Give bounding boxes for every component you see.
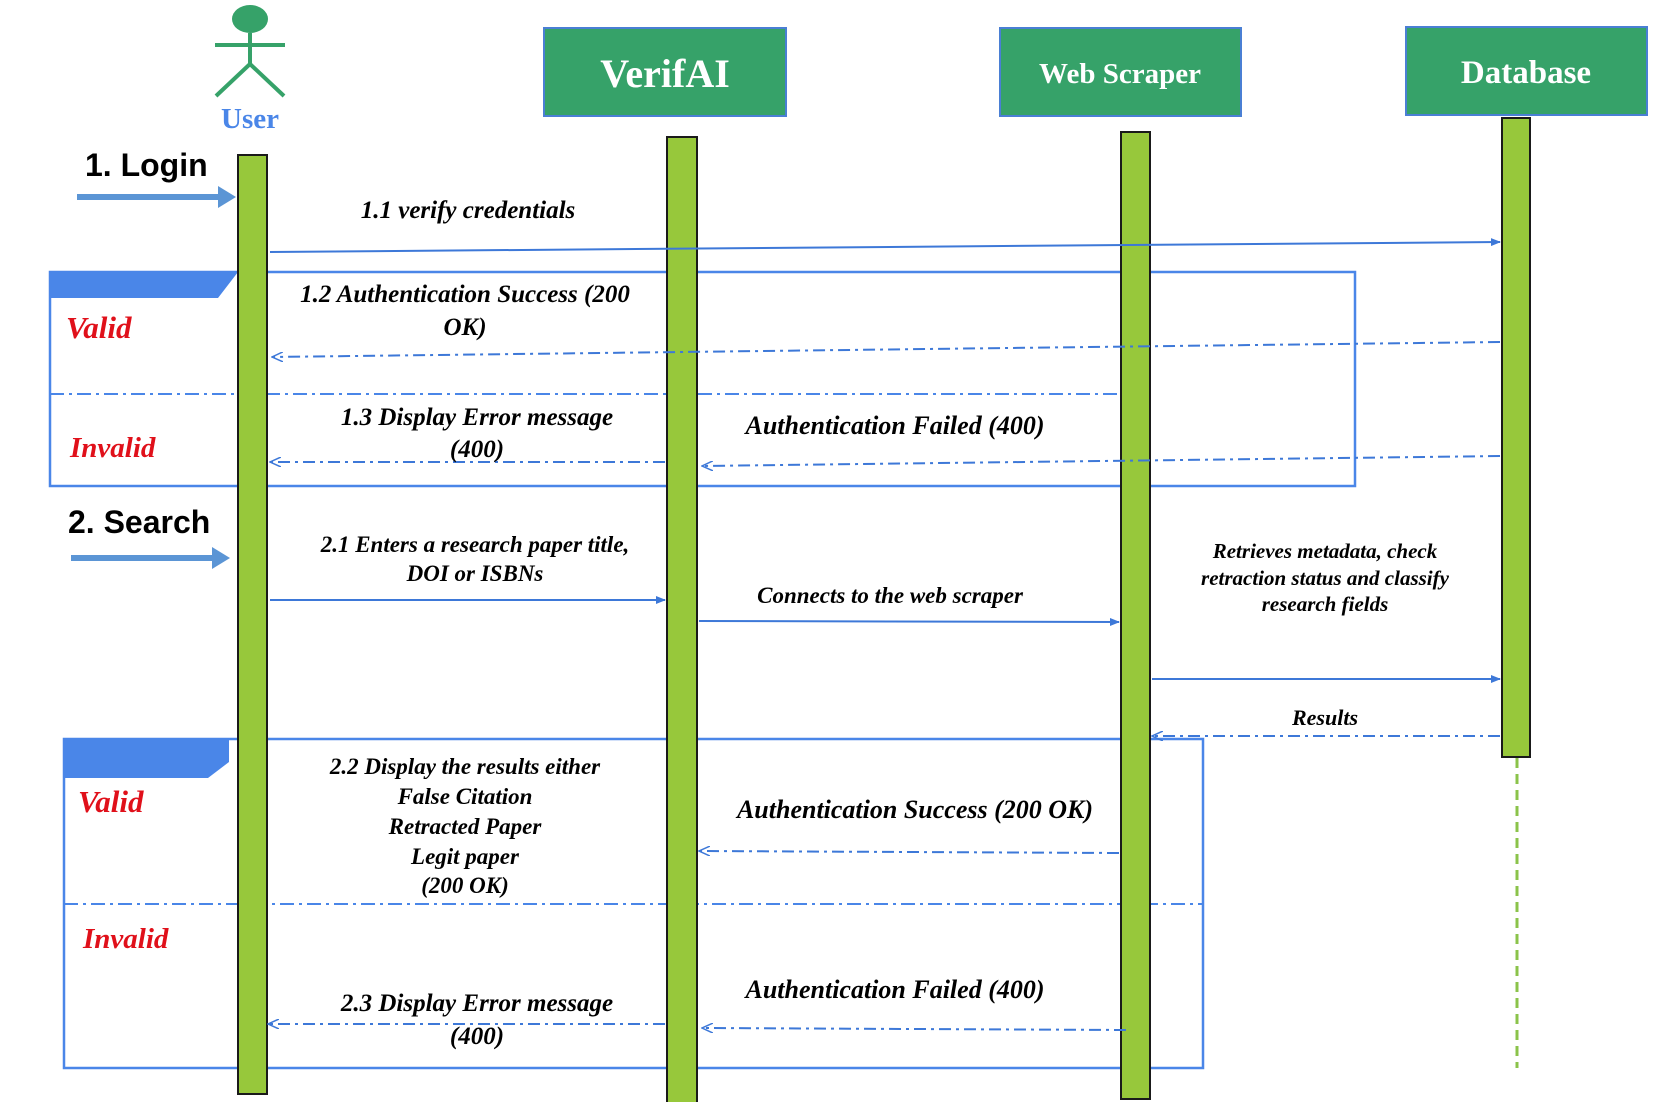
user-lifeline — [237, 154, 268, 1095]
fragment-tab — [64, 739, 229, 778]
step-arrow-head — [212, 547, 230, 569]
alt-fragment-search — [62, 737, 1205, 1070]
label-display-error-2-line1: 2.3 Display Error message — [340, 990, 613, 1017]
verifai-label: VerifAI — [600, 51, 730, 96]
guard-invalid-2: Invalid — [82, 923, 169, 955]
label-enters-title-line1: 2.1 Enters a research paper title, — [320, 532, 630, 557]
step-login-label: 1. Login — [85, 147, 208, 183]
label-display-error-1-line2: (400) — [450, 436, 504, 463]
verifai-lifeline — [666, 136, 698, 1102]
return-arrow-auth-failed-2 — [702, 1028, 1127, 1030]
stick-figure-icon — [214, 5, 286, 98]
label-connects-scraper: Connects to the web scraper — [757, 583, 1024, 608]
participant-database: Database — [1405, 26, 1648, 116]
label-display-error-2-line2: (400) — [450, 1023, 504, 1050]
web-scraper-lifeline — [1120, 131, 1151, 1100]
label-display-results-line1: 2.2 Display the results either — [329, 754, 601, 779]
step-search-label: 2. Search — [68, 504, 210, 540]
message-arrow-verify-credentials — [269, 238, 1501, 253]
guard-valid-2: Valid — [78, 784, 144, 819]
participant-verifai: VerifAI — [543, 27, 787, 117]
label-retrieves-line3: research fields — [1262, 592, 1389, 616]
label-results: Results — [1291, 705, 1358, 730]
user-actor: User — [214, 5, 286, 135]
label-display-results-line5: (200 OK) — [421, 873, 509, 898]
guard-valid-1: Valid — [66, 310, 132, 345]
guard-invalid-1: Invalid — [69, 432, 156, 464]
step-search: 2. Search — [68, 504, 230, 569]
database-lifeline — [1501, 117, 1531, 758]
label-retrieves-line1: Retrieves metadata, check — [1212, 539, 1438, 563]
user-label: User — [221, 103, 279, 135]
web-scraper-label: Web Scraper — [1039, 58, 1201, 90]
message-arrow-connects-scraper — [698, 617, 1120, 626]
return-arrow-auth-failed-1 — [702, 455, 1501, 466]
participant-web-scraper: Web Scraper — [999, 27, 1242, 117]
step-login: 1. Login — [77, 147, 236, 208]
label-auth-success-1-line2: OK) — [443, 314, 486, 341]
fragment-tab — [50, 272, 238, 298]
label-retrieves-line2: retraction status and classify — [1201, 566, 1450, 590]
label-auth-failed-1: Authentication Failed (400) — [743, 411, 1044, 440]
label-verify-credentials: 1.1 verify credentials — [361, 197, 576, 224]
return-arrow-auth-success-1 — [272, 341, 1501, 357]
label-display-error-1-line1: 1.3 Display Error message — [341, 404, 613, 431]
label-display-results-line3: Retracted Paper — [388, 814, 543, 839]
label-display-results-line2: False Citation — [397, 784, 533, 809]
alt-fragment-login — [48, 270, 1357, 488]
return-arrow-auth-success-2 — [699, 851, 1120, 853]
step-arrow-head — [218, 186, 236, 208]
database-label: Database — [1461, 55, 1591, 91]
label-display-results-line4: Legit paper — [410, 844, 520, 869]
label-auth-failed-2: Authentication Failed (400) — [743, 975, 1044, 1004]
label-enters-title-line2: DOI or ISBNs — [406, 561, 544, 586]
label-auth-success-2: Authentication Success (200 OK) — [735, 795, 1093, 824]
label-auth-success-1-line1: 1.2 Authentication Success (200 — [300, 281, 630, 308]
